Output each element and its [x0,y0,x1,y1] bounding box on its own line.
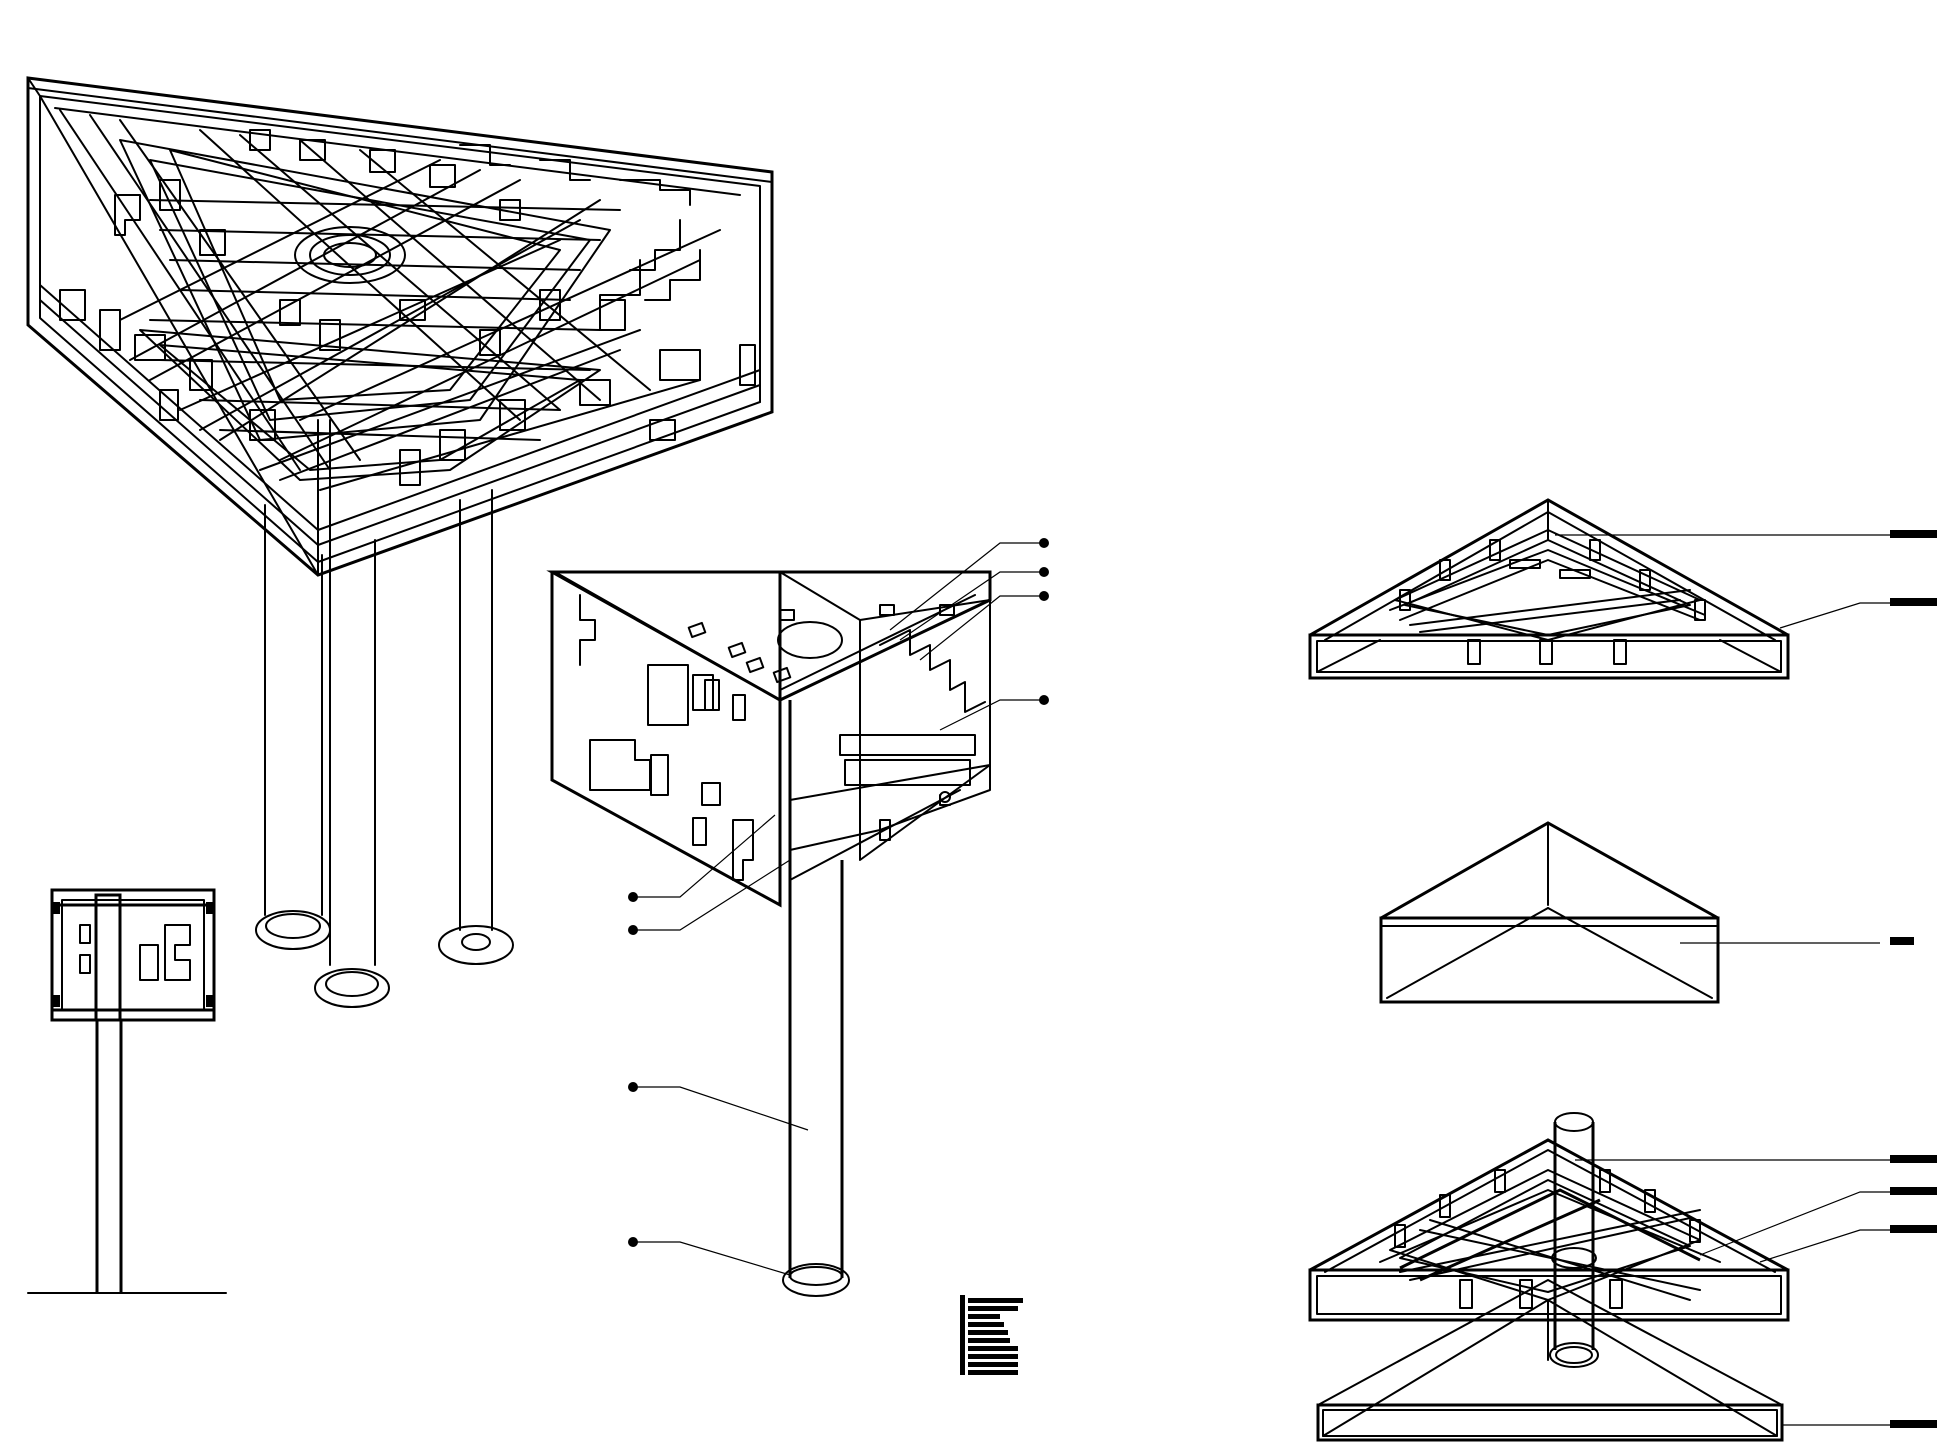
billboard-left-inner-edge [39,95,319,563]
panel-base-box [1379,916,1720,1004]
notes-block [960,1295,1023,1375]
label-bar [1890,1420,1937,1428]
lower-truss-ridge [1309,1138,1789,1272]
label-bar [1890,1225,1937,1233]
panel-frame-view-middle [1379,821,1914,1004]
label-bar [1890,937,1914,945]
callout-marker [628,1082,638,1092]
callout-marker [1039,567,1049,577]
truss-top-base [1308,633,1790,680]
detail-top-plate [546,570,992,702]
callout-marker [628,925,638,935]
billboard-hub-ring-outer [309,234,391,276]
billboard-top-inner-edge [39,95,761,403]
label-bar [1890,598,1937,606]
billboard-internal-truss [59,109,721,491]
detail-left-panel [550,570,782,908]
callout-marker [1039,695,1049,705]
lower-base-plate [1316,1403,1784,1442]
panel-ridge [1380,821,1719,920]
label-bar [1890,1187,1937,1195]
billboard-hub-ring-inner [323,242,377,268]
detail-callouts [628,538,1049,1276]
label-bar [1890,1155,1937,1163]
callout-marker [628,892,638,902]
callout-marker [1039,591,1049,601]
truss-frame-view-bottom [1308,1112,1937,1442]
callout-marker [1039,538,1049,548]
billboard-support-columns [255,489,514,1008]
billboard-bottom-inner-edge [317,401,761,563]
side-elevation-view [27,888,227,1294]
billboard-outer-frame [26,76,774,577]
main-billboard-isometric [26,76,774,1008]
truss-frame-view-top [1308,498,1937,680]
callout-marker [628,1237,638,1247]
detail-pole-base [782,1263,850,1297]
exploded-detail-view [546,570,992,1297]
side-elevation-panel [50,888,216,1022]
billboard-side-brackets [59,129,756,486]
label-bar [1890,530,1937,538]
